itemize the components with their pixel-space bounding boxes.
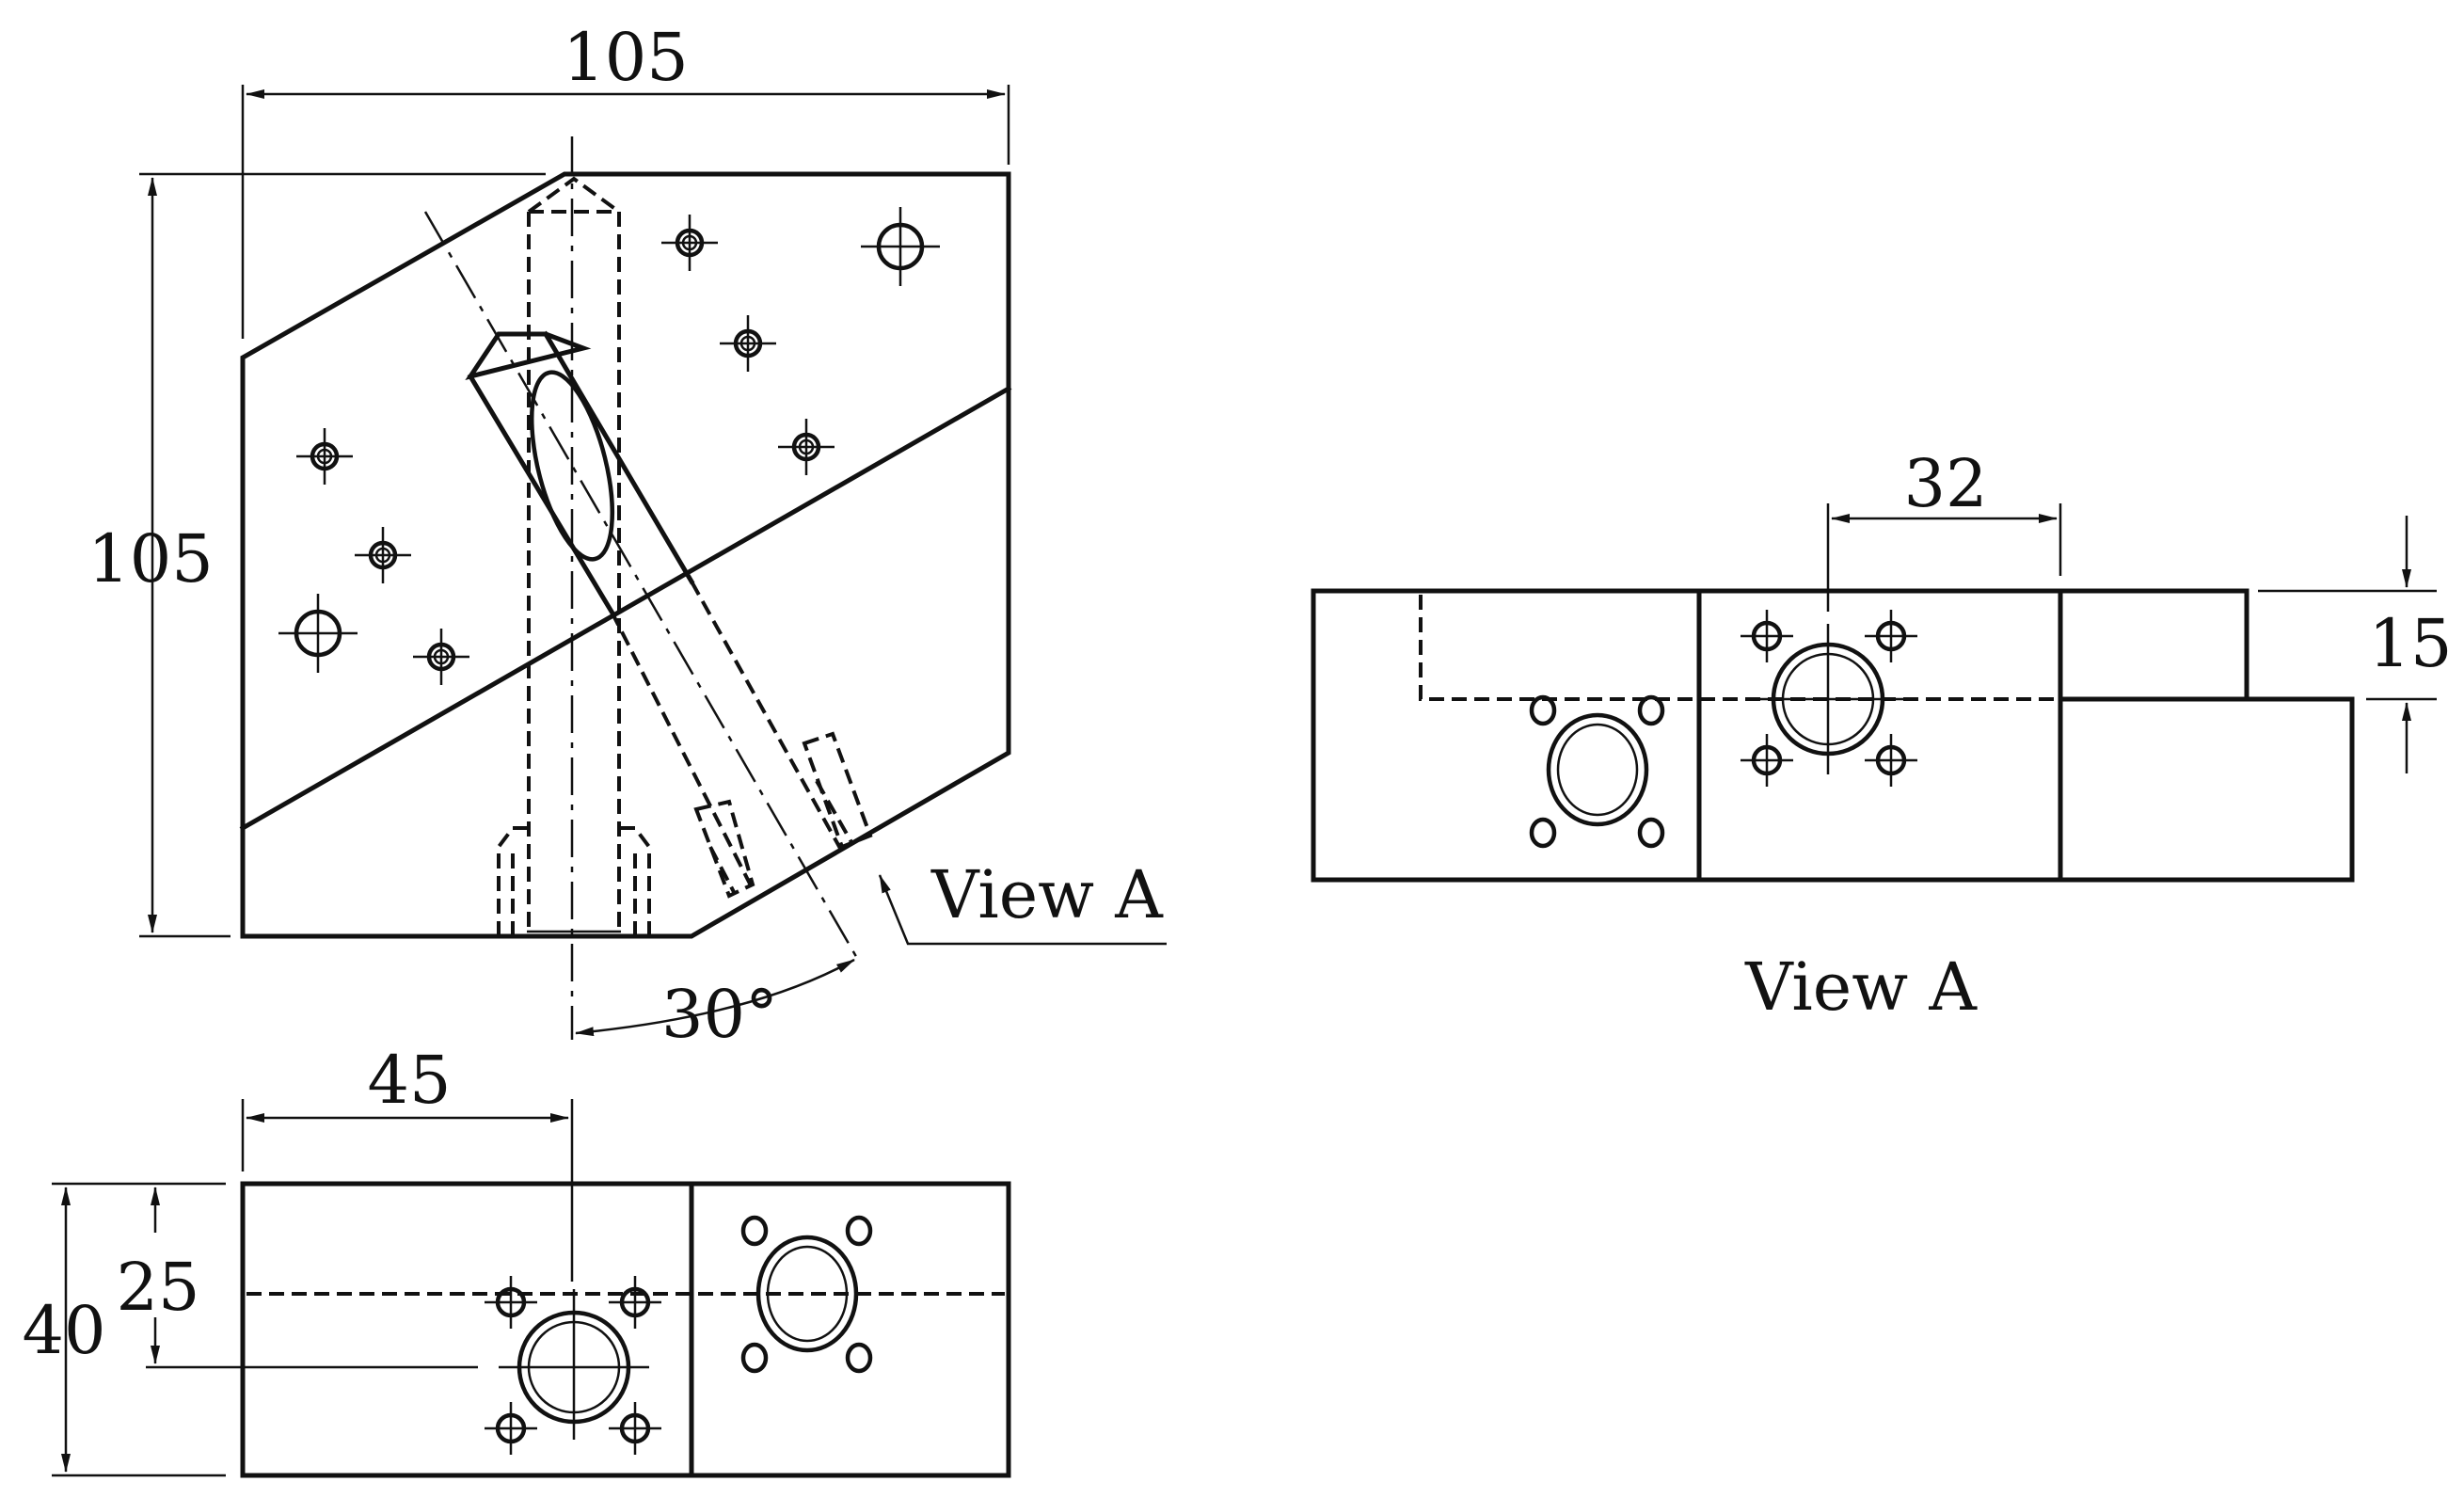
view-a-outline [1311,588,2355,883]
small-hole-icon [1865,734,1917,787]
view-a-arrow-label: View A [930,856,1164,933]
dowel-hole-icon [278,594,358,673]
view-a-caption: View A [1744,948,1978,1026]
small-hole-icon [1741,734,1793,787]
bolt-pattern [485,1276,661,1455]
inclined-bore-centerline [423,211,860,961]
top-inner-dimension: 25 [116,1187,478,1369]
top-height-dimension: 40 [22,1182,226,1477]
small-hole-icon [485,1276,537,1329]
view-a-spacing-dimension: 32 [1826,445,2062,612]
small-hole-icon [1865,610,1917,662]
face-holes [278,207,940,685]
angle-dimension: 30° [575,958,855,1053]
front-view-outline [240,171,1011,939]
small-hole-icon [485,1402,537,1455]
top-offset-label: 45 [367,1042,451,1119]
dowel-hole-icon [861,207,940,286]
front-height-label: 105 [87,520,214,598]
threaded-holes-bottom [497,731,873,936]
view-a-step-dimension: 15 [2258,516,2453,773]
view-a-arrow: View A [878,856,1167,946]
front-height-dimension: 105 [87,172,546,938]
angle-label: 30° [661,976,778,1053]
small-hole-icon [355,527,411,583]
view-a-bolt-pattern [1741,610,1917,787]
top-height-label: 40 [22,1292,105,1369]
view-a-spacing-label: 32 [1903,445,1987,522]
view-a-bore-circle-icon [1753,624,1903,774]
view-a-outlet [1529,694,1665,849]
front-view-parting-line [239,385,1012,832]
top-offset-dimension: 45 [241,1042,574,1282]
front-view: 105 105 30° View A [87,19,1167,1053]
small-hole-icon [778,419,835,475]
vertical-bore [527,136,621,1040]
bore-circle-icon [499,1289,649,1440]
top-inner-label: 25 [116,1249,199,1326]
front-width-label: 105 [563,19,689,96]
view-a-step-label: 15 [2368,605,2452,682]
small-hole-icon [720,315,776,372]
small-hole-icon [609,1402,661,1455]
view-a-hidden-step [1419,595,2245,701]
inclined-bore [423,211,860,961]
inclined-bore-outlet [740,1215,873,1374]
top-view-outline [240,1181,1011,1478]
small-hole-icon [1741,610,1793,662]
front-width-dimension: 105 [241,19,1010,339]
top-view: 45 40 25 [22,1042,1011,1478]
small-hole-icon [661,215,718,271]
view-a: 32 15 View A [1311,445,2453,1026]
small-hole-icon [296,428,353,485]
small-hole-icon [609,1276,661,1329]
small-hole-icon [413,629,469,685]
